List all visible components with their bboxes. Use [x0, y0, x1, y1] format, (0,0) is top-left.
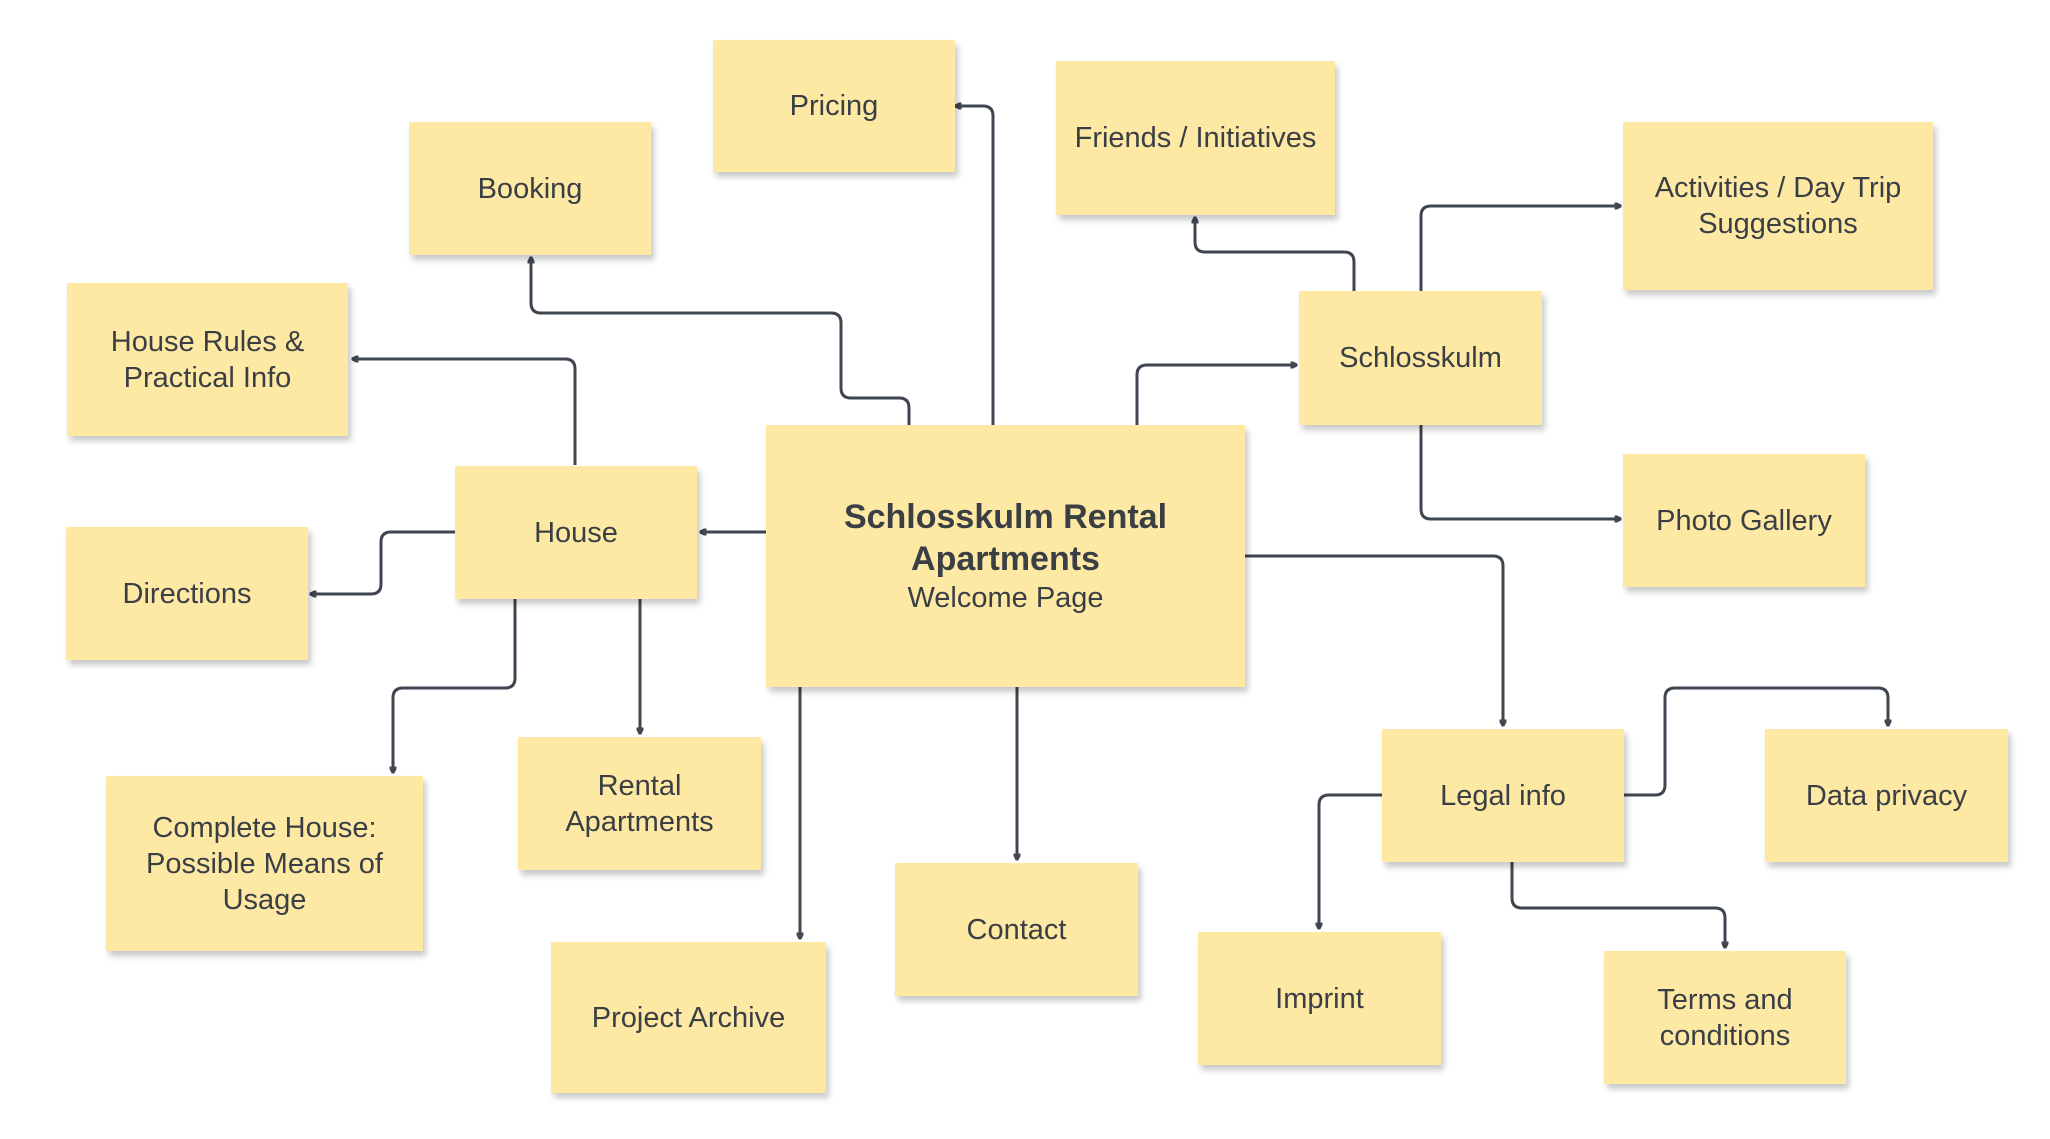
center-node-subtitle: Welcome Page: [907, 582, 1104, 614]
edge-legal-terms: [1510, 862, 1725, 948]
edge-center-schlosskulm: [1135, 365, 1297, 425]
node-house-rules-label: House Rules & Practical Info: [110, 325, 305, 394]
node-contact-label: Contact: [966, 913, 1067, 946]
edge-schlosskulm-gallery: [1419, 425, 1621, 519]
node-booking[interactable]: Booking: [409, 122, 651, 255]
node-pricing-label: Pricing: [789, 90, 879, 122]
node-legal-info[interactable]: Legal info: [1382, 729, 1624, 862]
node-booking-label: Booking: [477, 172, 583, 205]
edge-house-complete: [393, 599, 517, 773]
edge-legal-privacy: [1624, 686, 1888, 797]
center-node-title: Schlosskulm Rental Apartments: [843, 498, 1168, 578]
node-directions[interactable]: Directions: [66, 527, 308, 660]
node-complete-house[interactable]: Complete House: Possible Means of Usage: [106, 776, 423, 951]
node-photo-gallery[interactable]: Photo Gallery: [1623, 454, 1865, 587]
node-schlosskulm-label: Schlosskulm: [1339, 342, 1502, 374]
node-imprint-label: Imprint: [1275, 982, 1364, 1015]
edge-house-directions: [310, 530, 455, 594]
node-schlosskulm[interactable]: Schlosskulm: [1299, 291, 1542, 425]
node-house-label: House: [534, 516, 618, 549]
edge-center-pricing: [955, 106, 995, 425]
node-legal-info-label: Legal info: [1440, 779, 1566, 812]
node-rental-apartments-label: Rental Apartments: [565, 769, 714, 838]
node-directions-label: Directions: [122, 577, 252, 610]
edge-schlosskulm-friends: [1195, 217, 1356, 291]
node-photo-gallery-label: Photo Gallery: [1656, 504, 1832, 537]
node-imprint[interactable]: Imprint: [1198, 932, 1441, 1065]
edge-house-rules: [352, 359, 577, 465]
node-pricing[interactable]: Pricing: [713, 40, 955, 172]
node-contact[interactable]: Contact: [895, 863, 1138, 996]
edge-center-booking: [531, 257, 911, 425]
node-house[interactable]: House: [455, 466, 697, 599]
node-data-privacy[interactable]: Data privacy: [1765, 729, 2008, 862]
edge-legal-imprint: [1319, 793, 1382, 929]
node-project-archive-label: Project Archive: [591, 1001, 786, 1034]
edge-schlosskulm-activities: [1419, 206, 1621, 291]
node-complete-house-label: Complete House: Possible Means of Usage: [146, 811, 383, 916]
node-project-archive[interactable]: Project Archive: [551, 942, 826, 1093]
node-house-rules[interactable]: House Rules & Practical Info: [67, 283, 348, 436]
node-rental-apartments[interactable]: Rental Apartments: [518, 737, 761, 870]
node-friends-initiatives-label: Friends / Initiatives: [1074, 122, 1317, 154]
node-activities-label: Activities / Day Trip Suggestions: [1654, 172, 1902, 240]
node-data-privacy-label: Data privacy: [1805, 779, 1968, 812]
node-terms-conditions[interactable]: Terms and conditions: [1604, 951, 1846, 1084]
center-node-welcome-page[interactable]: Schlosskulm Rental Apartments Welcome Pa…: [766, 425, 1245, 687]
node-activities[interactable]: Activities / Day Trip Suggestions: [1623, 122, 1933, 290]
node-friends-initiatives[interactable]: Friends / Initiatives: [1056, 61, 1335, 215]
edge-center-legal: [1245, 554, 1503, 726]
node-terms-conditions-label: Terms and conditions: [1657, 983, 1793, 1052]
